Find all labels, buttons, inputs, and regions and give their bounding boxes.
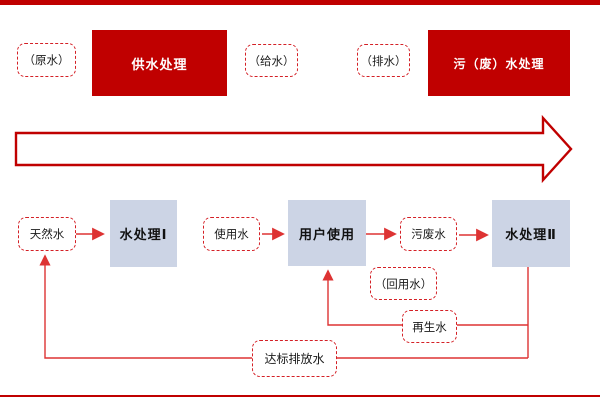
node-waste-water: 污废水 [400, 217, 457, 251]
label-regenerated-water: 再生水 [402, 310, 457, 343]
top-accent-bar [0, 0, 600, 5]
label-raw-water: （原水） [17, 43, 76, 77]
connector-regenerated-return [322, 269, 528, 326]
label-reuse-water: （回用水） [370, 267, 437, 300]
box-supply-treatment: 供水处理 [92, 30, 227, 96]
node-natural-water: 天然水 [18, 217, 76, 251]
box-sewage-treatment: 污（废）水处理 [428, 30, 570, 96]
node-use-water: 使用水 [203, 217, 260, 251]
label-discharge-water: 达标排放水 [252, 340, 337, 377]
flow-direction-arrow [14, 114, 573, 184]
node-water-treatment-2: 水处理Ⅱ [492, 200, 570, 267]
connector-discharge-return [39, 254, 528, 359]
node-water-treatment-1: 水处理Ⅰ [110, 200, 177, 267]
label-feed-water: （给水） [245, 44, 298, 77]
node-user-usage: 用户使用 [288, 200, 366, 266]
bottom-accent-line [0, 395, 600, 397]
label-drain-water: （排水） [357, 44, 410, 77]
